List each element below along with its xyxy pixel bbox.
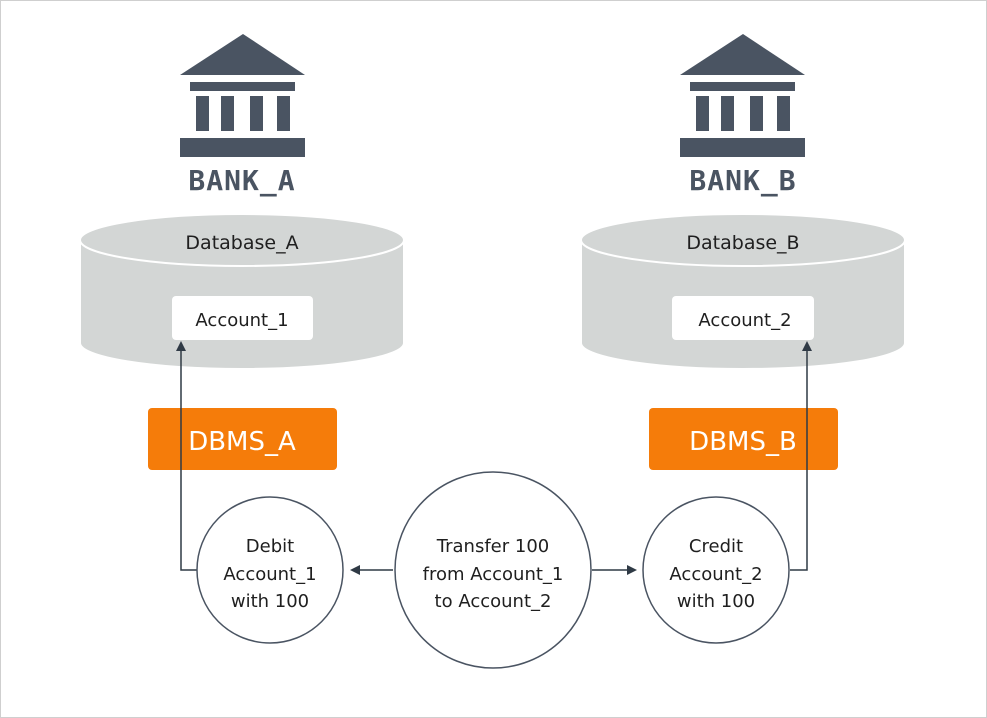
debit-line-2: Account_1: [223, 564, 316, 585]
dbms-label: DBMS_A: [188, 427, 296, 457]
transfer-line-1: Transfer 100: [436, 536, 549, 557]
credit-to-account-arrow: [790, 341, 812, 571]
account-box: [172, 296, 313, 340]
credit-line-3: with 100: [677, 591, 755, 612]
debit-line-1: Debit: [246, 536, 294, 557]
account-label: Account_1: [195, 310, 288, 331]
account-box: [672, 296, 814, 340]
bank-icon: [180, 34, 305, 157]
dbms-box: [649, 408, 838, 470]
credit-line-1: Credit: [689, 536, 743, 557]
transfer-operation: Transfer 100 from Account_1 to Account_2: [394, 471, 592, 669]
debit-line-3: with 100: [231, 591, 309, 612]
database-title: Database_B: [686, 232, 799, 254]
bank-a-group: BANK_A Database_A Account_1 DBMS_A: [79, 34, 405, 470]
bank-label: BANK_B: [689, 164, 796, 197]
debit-to-account-arrow: [176, 341, 198, 571]
transfer-line-3: to Account_2: [435, 591, 552, 612]
credit-operation: Credit Account_2 with 100: [642, 496, 790, 644]
dbms-box: [148, 408, 337, 470]
debit-operation: Debit Account_1 with 100: [196, 496, 344, 644]
bank-b-group: BANK_B Database_B Account_2 DBMS_B: [580, 34, 906, 470]
dbms-label: DBMS_B: [689, 427, 797, 457]
account-label: Account_2: [698, 310, 791, 331]
credit-line-2: Account_2: [669, 564, 762, 585]
bank-label: BANK_A: [188, 164, 295, 197]
transfer-line-2: from Account_1: [423, 564, 564, 585]
database-title: Database_A: [185, 232, 298, 254]
bank-icon: [680, 34, 805, 157]
